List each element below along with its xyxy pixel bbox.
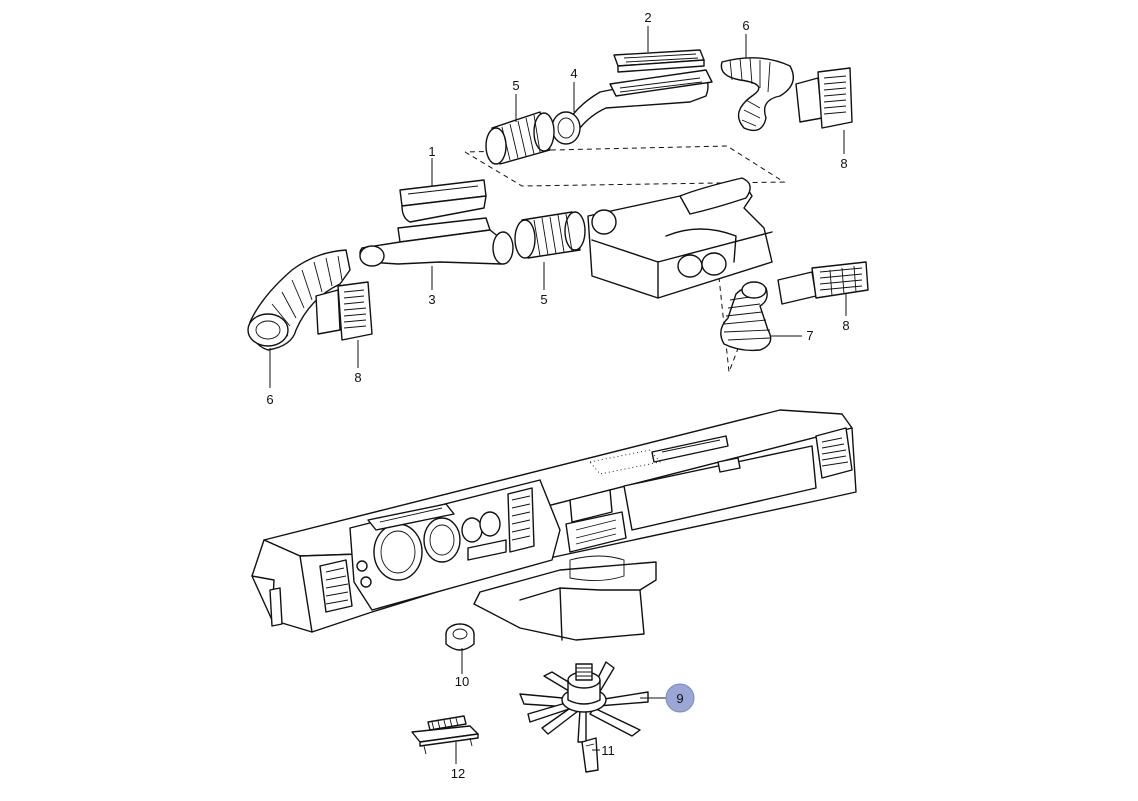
- label-part-4[interactable]: 4: [570, 66, 577, 81]
- dashboard-panel[interactable]: [251, 409, 857, 641]
- part-9-blower-fan[interactable]: [519, 661, 649, 743]
- label-part-10[interactable]: 10: [455, 674, 469, 689]
- label-part-8-lower-left[interactable]: 8: [354, 370, 361, 385]
- part-5-lower-connector[interactable]: [514, 211, 586, 259]
- label-part-12[interactable]: 12: [451, 766, 465, 781]
- label-part-3[interactable]: 3: [428, 292, 435, 307]
- label-part-9[interactable]: 9: [676, 691, 683, 706]
- callout-part-9-highlight[interactable]: 9: [665, 683, 695, 713]
- part-6-upper-hose[interactable]: [720, 57, 794, 132]
- part-11-clip[interactable]: [581, 737, 599, 773]
- central-distributor-housing[interactable]: [587, 177, 773, 299]
- label-part-1[interactable]: 1: [428, 144, 435, 159]
- dashed-outline-upper: [464, 145, 786, 187]
- label-part-2[interactable]: 2: [644, 10, 651, 25]
- label-part-5-upper[interactable]: 5: [512, 78, 519, 93]
- label-part-6-upper[interactable]: 6: [742, 18, 749, 33]
- part-4-upper-duct[interactable]: [551, 69, 713, 145]
- label-part-5-lower[interactable]: 5: [540, 292, 547, 307]
- callout-labels: 2 4 5 6 8 1 3 5 6 8 8 7 10 11 12 9: [266, 10, 849, 781]
- label-part-8-upper[interactable]: 8: [840, 156, 847, 171]
- leader-lines: [269, 26, 847, 764]
- part-6-lower-hose[interactable]: [247, 249, 351, 351]
- part-5-upper-connector[interactable]: [485, 111, 555, 165]
- label-part-11[interactable]: 11: [601, 743, 615, 758]
- label-part-6-lower[interactable]: 6: [266, 392, 273, 407]
- part-10-grommet[interactable]: [445, 623, 475, 651]
- highlight-circle[interactable]: [665, 683, 695, 713]
- part-2-vent-grille[interactable]: [613, 49, 705, 73]
- part-8-upper-outlet[interactable]: [795, 67, 853, 129]
- part-8-lower-left-outlet[interactable]: [315, 281, 373, 341]
- part-7-elbow-hose[interactable]: [720, 281, 772, 352]
- part-1-vent-grille[interactable]: [399, 179, 487, 223]
- part-8-right-outlet[interactable]: [777, 261, 869, 305]
- part-3-lower-duct[interactable]: [359, 217, 514, 267]
- label-part-7[interactable]: 7: [806, 328, 813, 343]
- part-12-resistor-bracket[interactable]: [411, 715, 479, 755]
- label-part-8-right[interactable]: 8: [842, 318, 849, 333]
